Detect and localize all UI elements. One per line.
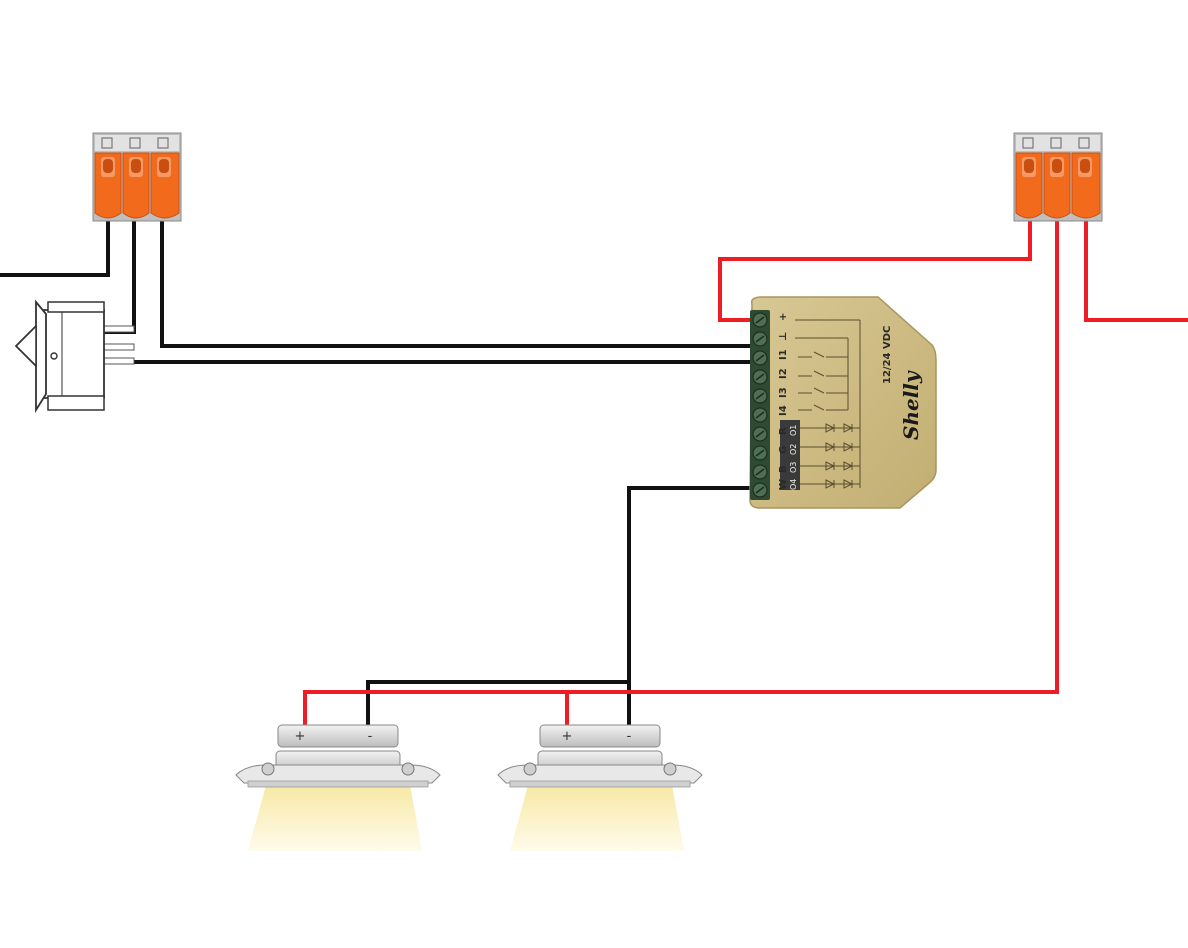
terminal-label-i2: I2 [778, 368, 789, 379]
wago-connector-right [1013, 132, 1103, 222]
terminal-label-b: B [778, 465, 789, 473]
output-label-o3: O3 [789, 462, 798, 473]
shelly-brand-logo: Shelly [899, 370, 923, 440]
wire-lamp-negative-bus [366, 680, 631, 729]
shelly-voltage-label: 12/24 VDC [882, 326, 893, 384]
lamp-2-plus-label: + [562, 729, 573, 744]
output-label-o4: O4 [789, 479, 798, 490]
wire-red-to-lamps [303, 220, 1059, 729]
wire-connector-to-shelly-plus [160, 220, 757, 348]
wire-left-feed [0, 220, 110, 277]
lamp-1-plus-label: + [295, 729, 306, 744]
lamp-1: + - [235, 724, 441, 851]
lamp-1-light-beam [248, 785, 422, 851]
terminal-label-g: G [778, 446, 789, 454]
terminal-label-i4: I4 [778, 405, 789, 416]
lamp-1-minus-label: - [368, 729, 373, 744]
terminal-label-i3: I3 [778, 387, 789, 398]
red-wires [303, 220, 1188, 729]
black-wires [0, 220, 757, 729]
terminal-label-plus: + [778, 313, 789, 321]
shelly-terminal-screws [752, 312, 768, 498]
wire-shelly-output-to-lamps [627, 486, 757, 729]
shelly-module: + ⊥ I1 I2 I3 I4 R G B W O1 O2 O3 O4 12/2… [749, 296, 937, 509]
lamp-2-light-beam [510, 785, 684, 851]
terminal-label-w: W [778, 479, 789, 490]
wire-red-right-feed [1084, 220, 1188, 322]
wago-connector-left [92, 132, 182, 222]
output-label-o2: O2 [789, 444, 798, 455]
shelly-terminal-labels: + ⊥ I1 I2 I3 I4 R G B W O1 O2 O3 O4 [778, 313, 800, 490]
output-label-o1: O1 [789, 425, 798, 436]
rocker-switch [14, 299, 135, 414]
shelly-schematic [795, 319, 861, 489]
lamp-2-minus-label: - [627, 729, 632, 744]
wire-red-to-shelly-plus [718, 220, 1032, 322]
terminal-label-i1: I1 [778, 349, 789, 360]
lamp-2: + - [497, 724, 703, 851]
terminal-label-ground: ⊥ [778, 332, 789, 341]
terminal-label-r: R [778, 427, 789, 435]
